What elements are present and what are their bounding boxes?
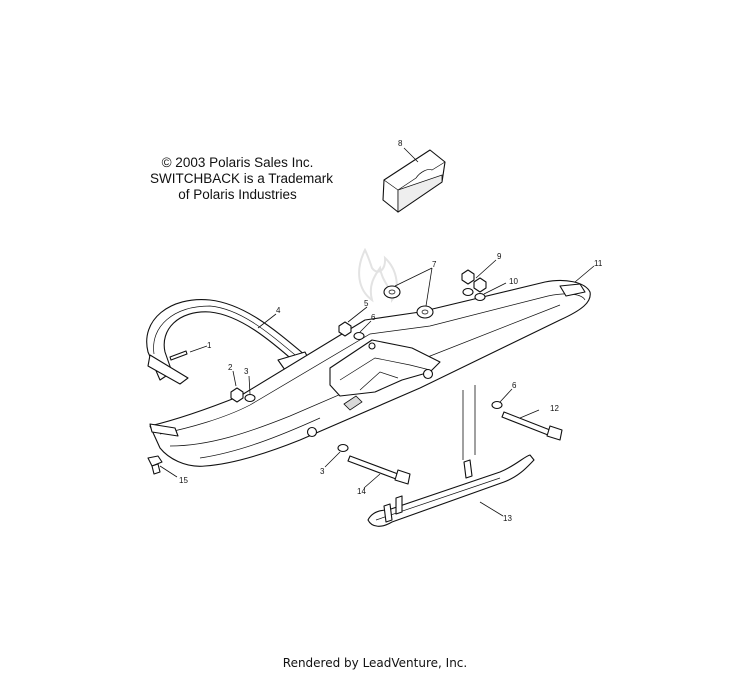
callout-5: 5	[364, 299, 369, 308]
callout-1: 1	[207, 341, 212, 350]
copyright-notice: © 2003 Polaris Sales Inc. SWITCHBACK is …	[150, 155, 334, 203]
watermark-logo	[358, 247, 398, 303]
copyright-text: © 2003 Polaris Sales Inc.	[161, 155, 314, 170]
render-credit: Rendered by LeadVenture, Inc.	[282, 656, 468, 670]
trademark-line-1: SWITCHBACK is a Trademark	[150, 171, 334, 186]
part-11-ski	[149, 279, 591, 467]
callout-6-right: 6	[512, 381, 517, 390]
part-12-bolt	[501, 411, 563, 441]
callout-3-left: 3	[244, 367, 249, 376]
callout-13: 13	[503, 514, 512, 523]
small-hardware	[147, 269, 503, 475]
part-13-runner	[367, 454, 535, 527]
trademark-line-2: of Polaris Industries	[178, 187, 297, 202]
callout-9: 9	[497, 252, 502, 261]
part-14-bolt	[347, 455, 411, 485]
callout-2: 2	[228, 363, 233, 372]
callout-11: 11	[594, 259, 603, 268]
callout-3-lower: 3	[320, 467, 325, 476]
part-8-bumper	[382, 149, 446, 213]
callout-6-upper: 6	[371, 313, 376, 322]
callout-4: 4	[276, 306, 281, 315]
callout-7: 7	[432, 260, 437, 269]
callout-8: 8	[398, 139, 403, 148]
callout-15: 15	[179, 476, 188, 485]
callout-10: 10	[509, 277, 518, 286]
callout-14: 14	[357, 487, 366, 496]
callout-12: 12	[550, 404, 559, 413]
leader-lines	[159, 147, 595, 517]
callouts: 1 2 3 4 5 6 7 8 9 10 11 12 3 14 15 13 6	[179, 139, 603, 523]
part-4-ski-loop	[146, 299, 311, 385]
